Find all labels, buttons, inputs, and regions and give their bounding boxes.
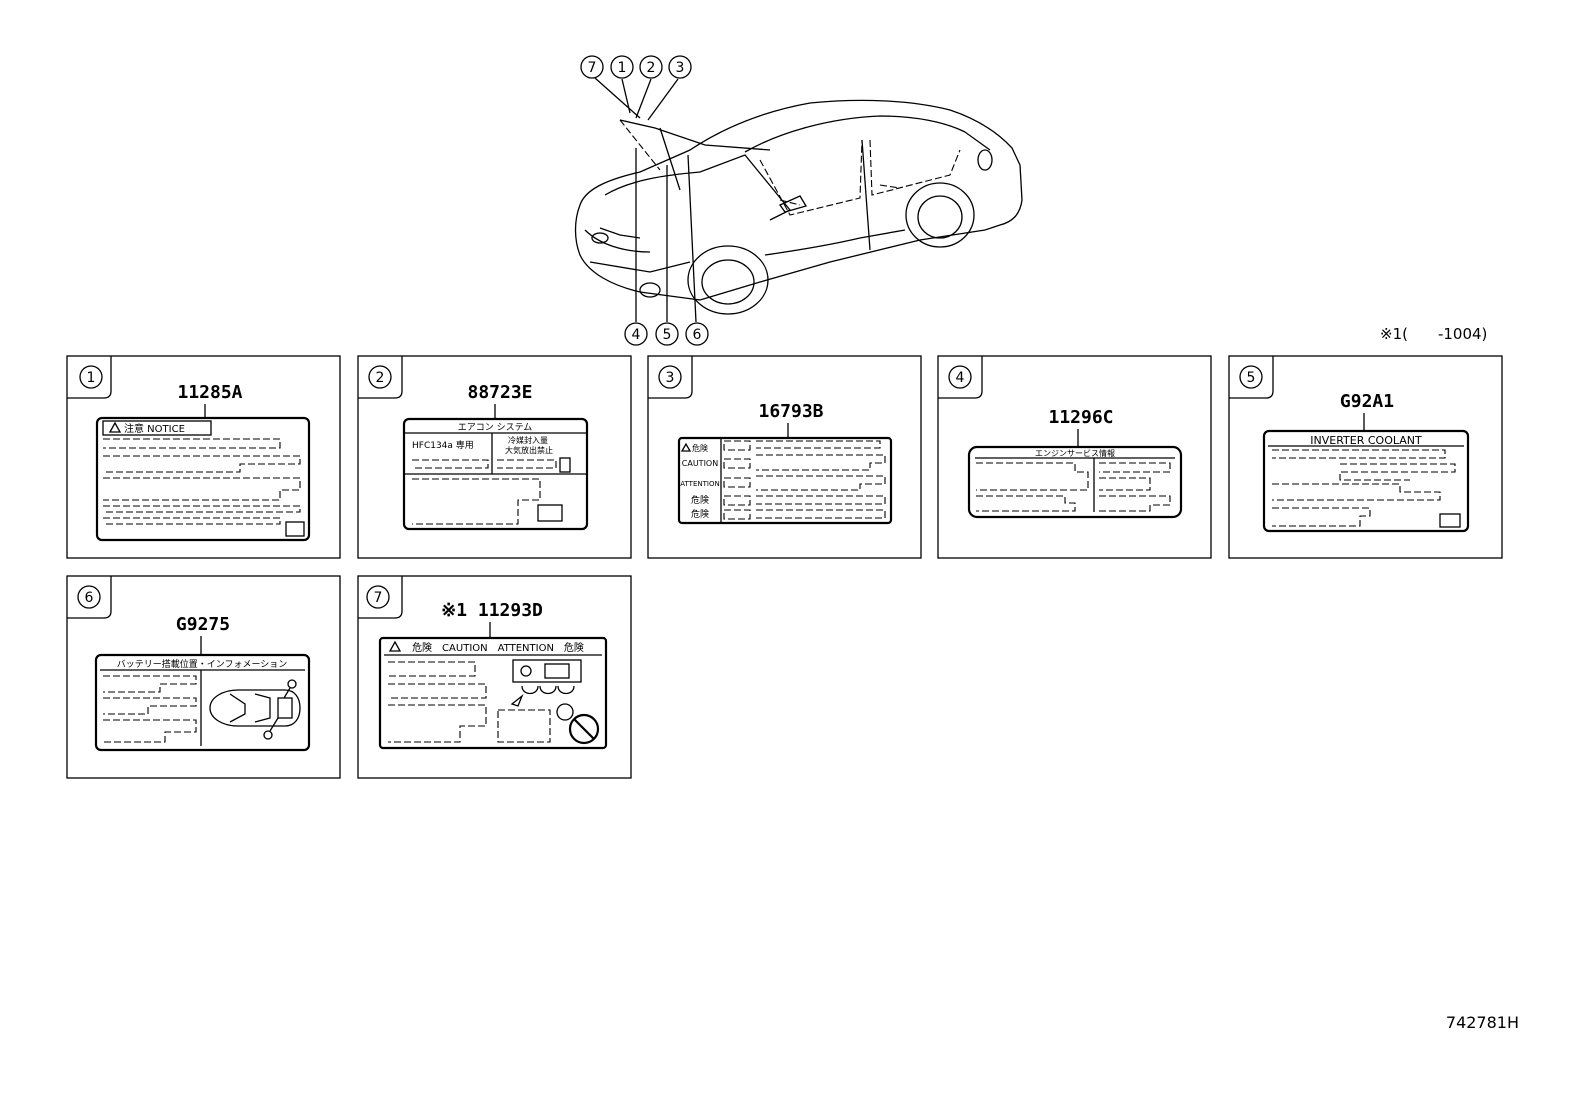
panel-number: 7 xyxy=(374,590,383,606)
callout-leaders xyxy=(594,77,697,323)
callout-top-2: 1 xyxy=(618,60,627,76)
label-panel-3: 3 16793B 危険 CAUTION ATTENTION 危険 危険 xyxy=(647,355,922,559)
note-text: ※1( -1004) xyxy=(1380,325,1487,343)
engine-diagram-icon xyxy=(510,659,582,721)
label-header: INVERTER COOLANT xyxy=(1310,434,1422,447)
panel-number: 6 xyxy=(85,590,94,606)
part-number: 11285A xyxy=(177,382,242,403)
part-number: 88723E xyxy=(467,382,532,403)
label-left-text: HFC134a 専用 xyxy=(412,439,474,451)
callout-bottom-2: 5 xyxy=(663,327,672,343)
callout-top-1: 7 xyxy=(588,60,597,76)
panel-number: 4 xyxy=(956,370,965,386)
label-header: エンジンサービス情報 xyxy=(1035,448,1115,458)
label-row-2: CAUTION xyxy=(682,459,718,468)
car-illustration xyxy=(574,99,1023,315)
callout-bottom-3: 6 xyxy=(693,327,702,343)
label-panel-7: 7 ※1 11293D 危険 CAUTION ATTENTION 危険 xyxy=(357,575,632,779)
label-header: エアコン システム xyxy=(458,422,533,433)
car-top-view-icon xyxy=(209,679,301,740)
callout-bottom-1: 4 xyxy=(632,327,641,343)
part-number: G92A1 xyxy=(1340,391,1394,412)
drawing-id: 742781H xyxy=(1446,1013,1519,1032)
label-panel-2: 2 88723E エアコン システム HFC134a 専用 冷媒封入量 大気放出… xyxy=(357,355,632,559)
callout-top-4: 3 xyxy=(676,60,685,76)
label-row-5: 危険 xyxy=(691,508,709,520)
label-right-text-1: 冷媒封入量 xyxy=(508,435,548,445)
part-number: ※1 11293D xyxy=(441,600,543,621)
label-right-text-2: 大気放出禁止 xyxy=(505,445,553,455)
label-row-4: 危険 xyxy=(691,494,709,506)
label-panel-5: 5 G92A1 INVERTER COOLANT xyxy=(1228,355,1503,559)
part-number: 16793B xyxy=(758,401,823,422)
callouts-top: 7 1 2 3 xyxy=(580,55,692,79)
prohibited-icon xyxy=(568,713,600,745)
label-header: 注意 NOTICE xyxy=(124,422,185,435)
label-panel-6: 6 G9275 バッテリー搭載位置・インフォメーション xyxy=(66,575,341,779)
label-panel-1: 1 11285A 注意 NOTICE xyxy=(66,355,341,559)
label-header: バッテリー搭載位置・インフォメーション xyxy=(117,658,288,670)
part-number: 11296C xyxy=(1048,407,1113,428)
callouts-bottom: 4 5 6 xyxy=(624,322,709,346)
label-row-1: 危険 xyxy=(692,443,708,453)
label-panel-4: 4 11296C エンジンサービス情報 xyxy=(937,355,1212,559)
panel-number: 3 xyxy=(666,370,675,386)
panel-number: 1 xyxy=(87,370,96,386)
label-row-3: ATTENTION xyxy=(680,480,719,488)
callout-top-3: 2 xyxy=(647,60,656,76)
panel-number: 5 xyxy=(1247,370,1256,386)
panel-number: 2 xyxy=(376,370,385,386)
part-number: G9275 xyxy=(176,614,230,635)
label-header: 危険 CAUTION ATTENTION 危険 xyxy=(412,642,584,654)
